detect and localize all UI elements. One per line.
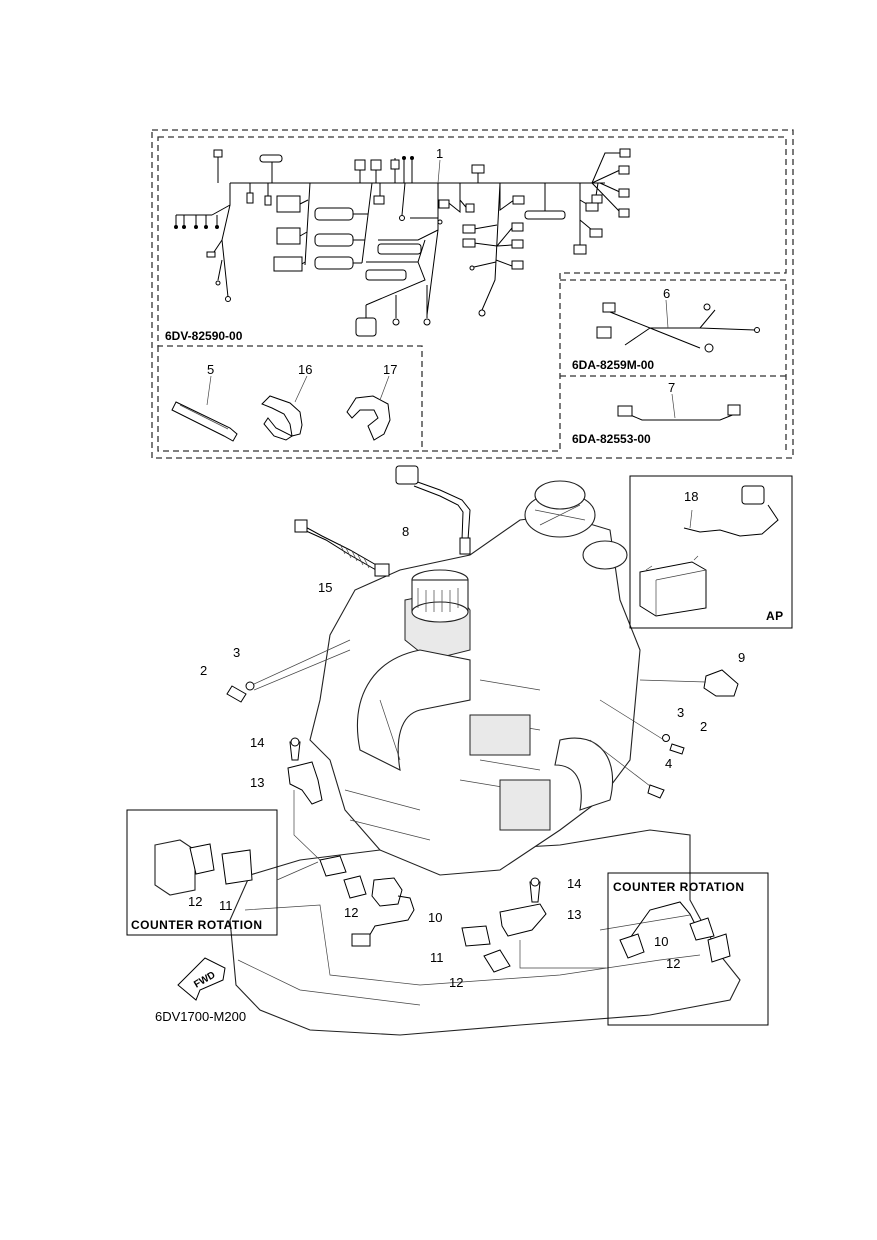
callout-11-left-inset: 11 [219,898,233,913]
engine-assembly [229,480,741,1036]
inset-label-ap: AP [766,609,784,623]
callout-18: 18 [684,489,698,504]
callout-5: 5 [207,362,214,377]
callout-10-right-inset: 10 [654,934,668,949]
harness-code-sub-6: 6DA-8259M-00 [572,358,654,372]
callout-12-lower: 12 [449,975,463,990]
callout-12-right-inset: 12 [666,956,680,971]
callout-3-left: 3 [233,645,240,660]
callout-15: 15 [318,580,332,595]
clamp-part-17 [346,395,391,441]
sub-harness-6 [596,302,760,353]
inset-label-counter-rotation-left: COUNTER ROTATION [131,918,263,932]
callout-3-right: 3 [677,705,684,720]
clamp-part-16 [261,395,303,441]
callout-8: 8 [402,524,409,539]
callout-1: 1 [436,146,443,161]
harness-code-main: 6DV-82590-00 [165,329,243,343]
inset-counter-rotation-right [607,872,769,1026]
inset-ap [629,475,793,629]
callout-14-upper: 14 [250,735,264,750]
figure-code: 6DV1700-M200 [155,1009,246,1024]
inset-counter-rotation-left [126,809,319,936]
callout-9: 9 [738,650,745,665]
sub-harness-7 [617,404,741,421]
main-wire-harness [174,148,631,337]
switch-part-10-center [319,855,415,947]
bracket-part-13-lower [461,877,606,973]
bolts-and-washers [226,639,685,799]
harness-section [151,129,794,459]
switch-part-9 [639,669,739,697]
callout-13-lower: 13 [567,907,581,922]
fwd-arrow-icon [177,957,226,1001]
callout-13-upper: 13 [250,775,264,790]
callout-7: 7 [668,380,675,395]
cable-tie-part-5 [171,401,238,442]
bracket-part-13-upper [287,737,323,861]
callout-17: 17 [383,362,397,377]
callout-2-left: 2 [200,663,207,678]
callout-14-lower: 14 [567,876,581,891]
callout-6: 6 [663,286,670,301]
harness-code-sub-7: 6DA-82553-00 [572,432,651,446]
sensor-part-15 [294,519,390,577]
callout-2-right: 2 [700,719,707,734]
callout-12-left-inset: 12 [188,894,202,909]
callout-11-lower: 11 [430,950,444,965]
callout-12-center: 12 [344,905,358,920]
callout-16: 16 [298,362,312,377]
inset-label-counter-rotation-right: COUNTER ROTATION [613,880,745,894]
sensor-part-8 [395,465,471,555]
callout-10-center: 10 [428,910,442,925]
callout-4: 4 [665,756,672,771]
